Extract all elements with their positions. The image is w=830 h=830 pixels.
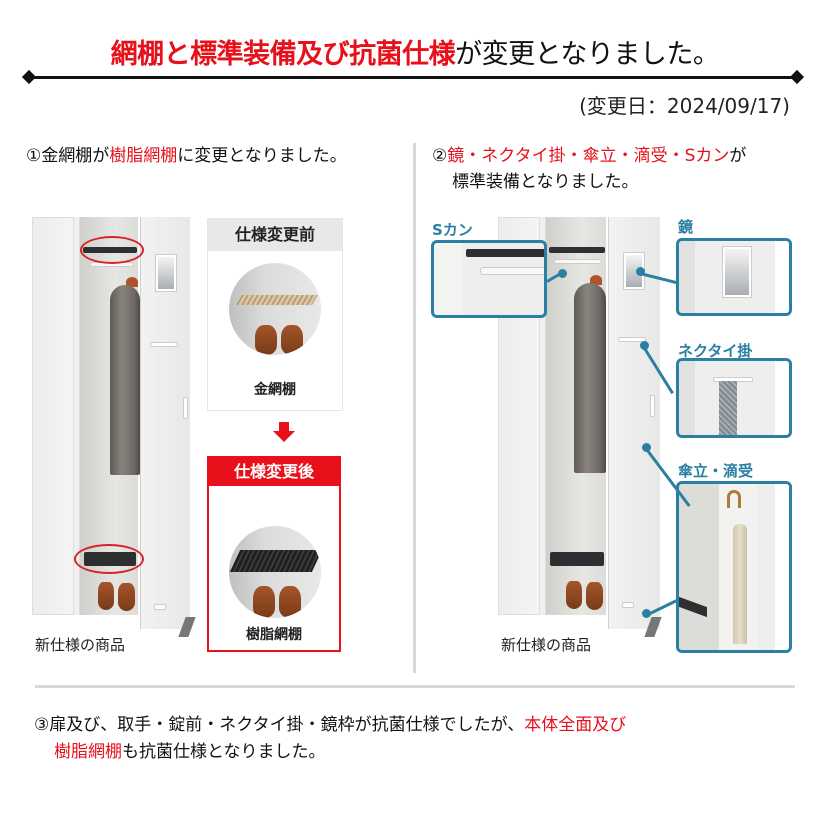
section2-text-red: 鏡・ネクタイ掛・傘立・滴受・Sカン (447, 146, 730, 166)
tie-hanger-label: ネクタイ掛 (678, 342, 753, 360)
section3-text-black-2: も抗菌仕様となりました。 (122, 742, 326, 762)
rule-diamond-right (789, 69, 805, 85)
wire-shelf-thumbnail (229, 263, 321, 355)
s-hook-label: Sカン (432, 221, 473, 239)
umbrella-stand-label: 傘立・滴受 (678, 462, 754, 480)
section3-number: ③ (34, 715, 50, 735)
mirror-icon (156, 255, 176, 291)
before-change-panel: 仕様変更前 金網棚 (207, 218, 343, 411)
section1-text-red: 樹脂網棚 (109, 146, 178, 166)
section1-number: ① (26, 146, 42, 166)
horizontal-divider (35, 685, 795, 688)
section2-heading: ②鏡・ネクタイ掛・傘立・滴受・Sカンが (432, 144, 746, 168)
page-title: 網棚と標準装備及び抗菌仕様が変更となりました。 (0, 32, 830, 71)
locker-image-new-spec (32, 217, 202, 637)
section1-text-before: 金網棚が (41, 146, 110, 166)
s-hook-callout (431, 240, 547, 318)
title-rest: が変更となりました。 (455, 39, 720, 70)
section3-text-black-1: 扉及び、取手・錠前・ネクタイ掛・鏡枠が抗菌仕様でしたが、 (49, 715, 525, 735)
mirror-dot (636, 267, 645, 276)
mirror-callout (676, 238, 792, 316)
necktie-icon (719, 381, 737, 435)
resin-shelf-thumbnail (229, 526, 321, 618)
umbrella-handle-icon (727, 490, 741, 508)
section3-text-red-1: 本体全面及び (524, 715, 627, 735)
section1-heading: ①金網棚が樹脂網棚に変更となりました。 (26, 144, 347, 168)
s-hook-icon (480, 267, 544, 275)
umbrella-stand-callout (676, 481, 792, 653)
down-arrow-head (273, 431, 295, 442)
section1-product-caption: 新仕様の商品 (35, 636, 126, 654)
title-highlight: 網棚と標準装備及び抗菌仕様 (110, 39, 456, 70)
bottom-shelf-highlight (74, 544, 144, 574)
section2-product-caption: 新仕様の商品 (501, 636, 592, 654)
section3-text: ③扉及び、取手・錠前・ネクタイ掛・鏡枠が抗菌仕様でしたが、本体全面及び 樹脂網棚… (34, 712, 626, 766)
before-change-header: 仕様変更前 (208, 219, 342, 251)
mirror-icon (723, 247, 751, 297)
vertical-divider (413, 143, 416, 673)
after-change-caption: 樹脂網棚 (246, 627, 302, 643)
tie-hanger-callout (676, 358, 792, 438)
section2-number: ② (432, 146, 448, 166)
after-change-panel: 仕様変更後 樹脂網棚 (207, 456, 341, 652)
section3-text-red-2: 樹脂網棚 (54, 742, 122, 762)
down-arrow-icon (279, 422, 289, 432)
tie-hanger-dot (640, 341, 649, 350)
umbrella-icon (733, 524, 747, 644)
before-change-caption: 金網棚 (254, 382, 296, 398)
top-shelf-highlight (80, 236, 144, 264)
section1-text-after: に変更となりました。 (177, 146, 347, 166)
change-date: (変更日：2024/09/17) (579, 94, 790, 118)
section2-heading-line2: 標準装備となりました。 (452, 172, 639, 192)
section2-text-black-1: が (729, 146, 747, 166)
drip-tray-dot (642, 609, 651, 618)
s-hook-dot (558, 269, 567, 278)
mirror-label: 鏡 (678, 218, 694, 236)
title-rule (28, 76, 802, 79)
umbrella-dot-top (642, 443, 651, 452)
suit-jacket (110, 285, 140, 475)
after-change-header: 仕様変更後 (209, 458, 339, 486)
locker-image-standard-equipment (498, 217, 663, 637)
